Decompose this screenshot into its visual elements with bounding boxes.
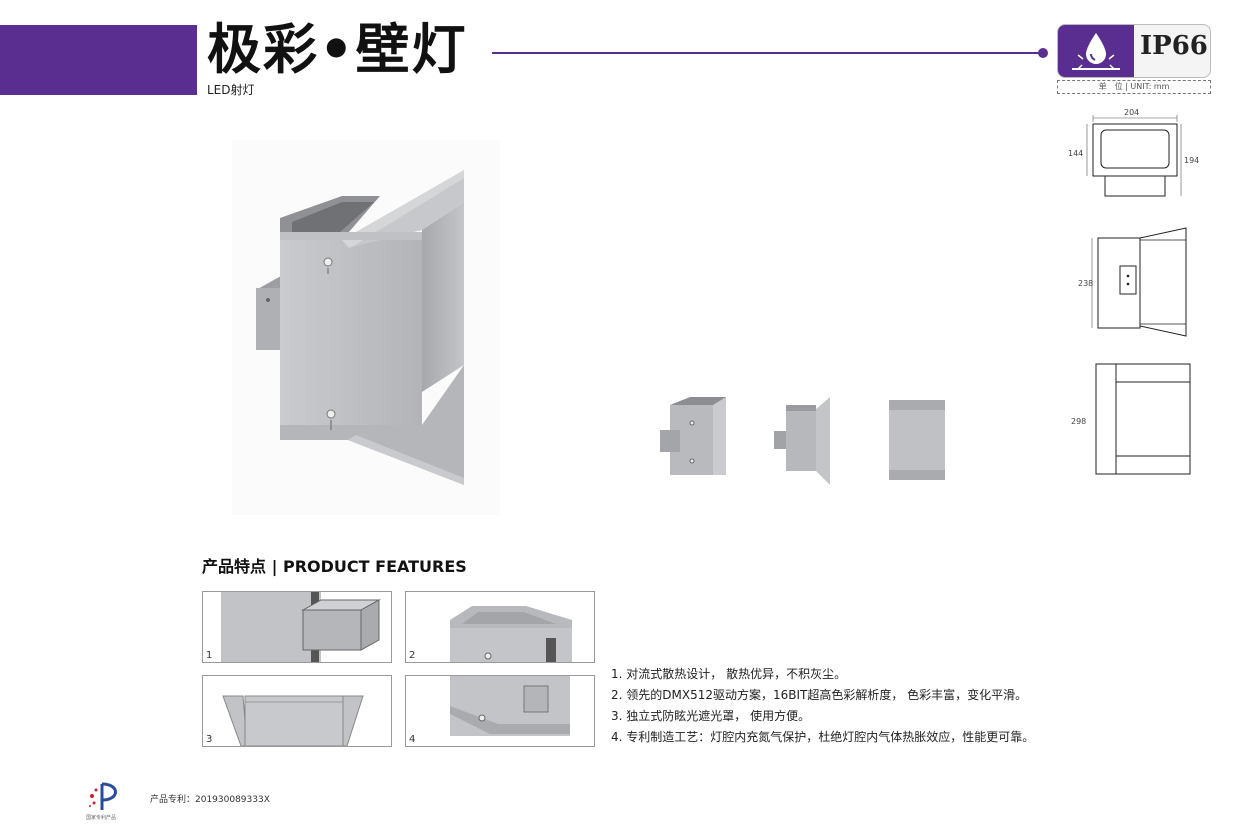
- page-title: 极彩•壁灯: [207, 18, 468, 81]
- unit-label: 单 位 | UNIT: mm: [1057, 80, 1211, 94]
- dimension-drawing-front: [1094, 362, 1194, 477]
- product-view-side: [770, 395, 832, 485]
- main-product-image: [232, 140, 500, 515]
- features-heading: 产品特点 | PRODUCT FEATURES: [202, 557, 467, 576]
- patent-logo-caption: 国家专利产品: [86, 815, 117, 821]
- feature-thumbnail-number: 4: [409, 734, 416, 745]
- feature-thumbnail-1: 1: [202, 591, 392, 663]
- ip-rating-badge: IP66: [1057, 24, 1211, 78]
- feature-list: 1. 对流式散热设计， 散热优异，不积灰尘。 2. 领先的DMX512驱动方案，…: [611, 664, 1034, 748]
- water-drop-icon: [1058, 25, 1134, 77]
- dim-label-top-depth: 144: [1068, 149, 1084, 158]
- feature-item: 2. 领先的DMX512驱动方案，16BIT超高色彩解析度， 色彩丰富，变化平滑…: [611, 688, 1028, 702]
- product-view-front: [886, 398, 948, 482]
- feature-item: 1. 对流式散热设计， 散热优异，不积灰尘。: [611, 667, 847, 681]
- dim-label-front-height: 298: [1071, 417, 1087, 426]
- feature-thumbnail-4: 4: [405, 675, 595, 747]
- ip-rating-text: IP66: [1140, 31, 1208, 61]
- product-view-front-angle: [658, 395, 730, 480]
- dim-label-top-width: 204: [1124, 108, 1140, 117]
- feature-item: 4. 专利制造工艺：灯腔内充氮气保护，杜绝灯腔内气体热胀效应，性能更可靠。: [611, 730, 1035, 744]
- header-rule: [492, 52, 1042, 54]
- dimension-drawing-side: [1090, 226, 1195, 338]
- feature-thumbnail-number: 3: [206, 734, 213, 745]
- patent-logo-icon: [86, 780, 126, 812]
- brand-color-bar: [0, 25, 197, 95]
- header-rule-dot: [1038, 48, 1048, 58]
- feature-thumbnail-number: 2: [409, 650, 416, 661]
- feature-thumbnail-number: 1: [206, 650, 213, 661]
- patent-number: 产品专利：201930089333X: [150, 795, 270, 805]
- feature-item: 3. 独立式防眩光遮光罩， 使用方便。: [611, 709, 811, 723]
- feature-thumbnail-2: 2: [405, 591, 595, 663]
- feature-thumbnail-3: 3: [202, 675, 392, 747]
- page-subtitle: LED射灯: [207, 83, 255, 97]
- dim-label-top-overall: 194: [1184, 156, 1200, 165]
- dimension-drawing-top: [1065, 106, 1205, 201]
- dim-label-side-height: 238: [1078, 279, 1094, 288]
